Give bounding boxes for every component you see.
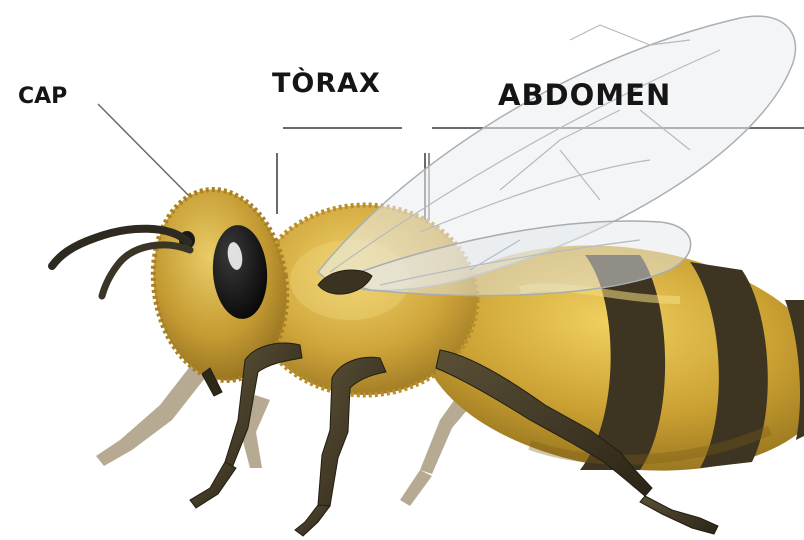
label-head: CAP xyxy=(18,84,67,109)
far-legs xyxy=(96,360,484,506)
label-abdomen: ABDOMEN xyxy=(498,78,671,112)
wings xyxy=(318,16,796,295)
label-thorax: TÒRAX xyxy=(272,68,381,99)
